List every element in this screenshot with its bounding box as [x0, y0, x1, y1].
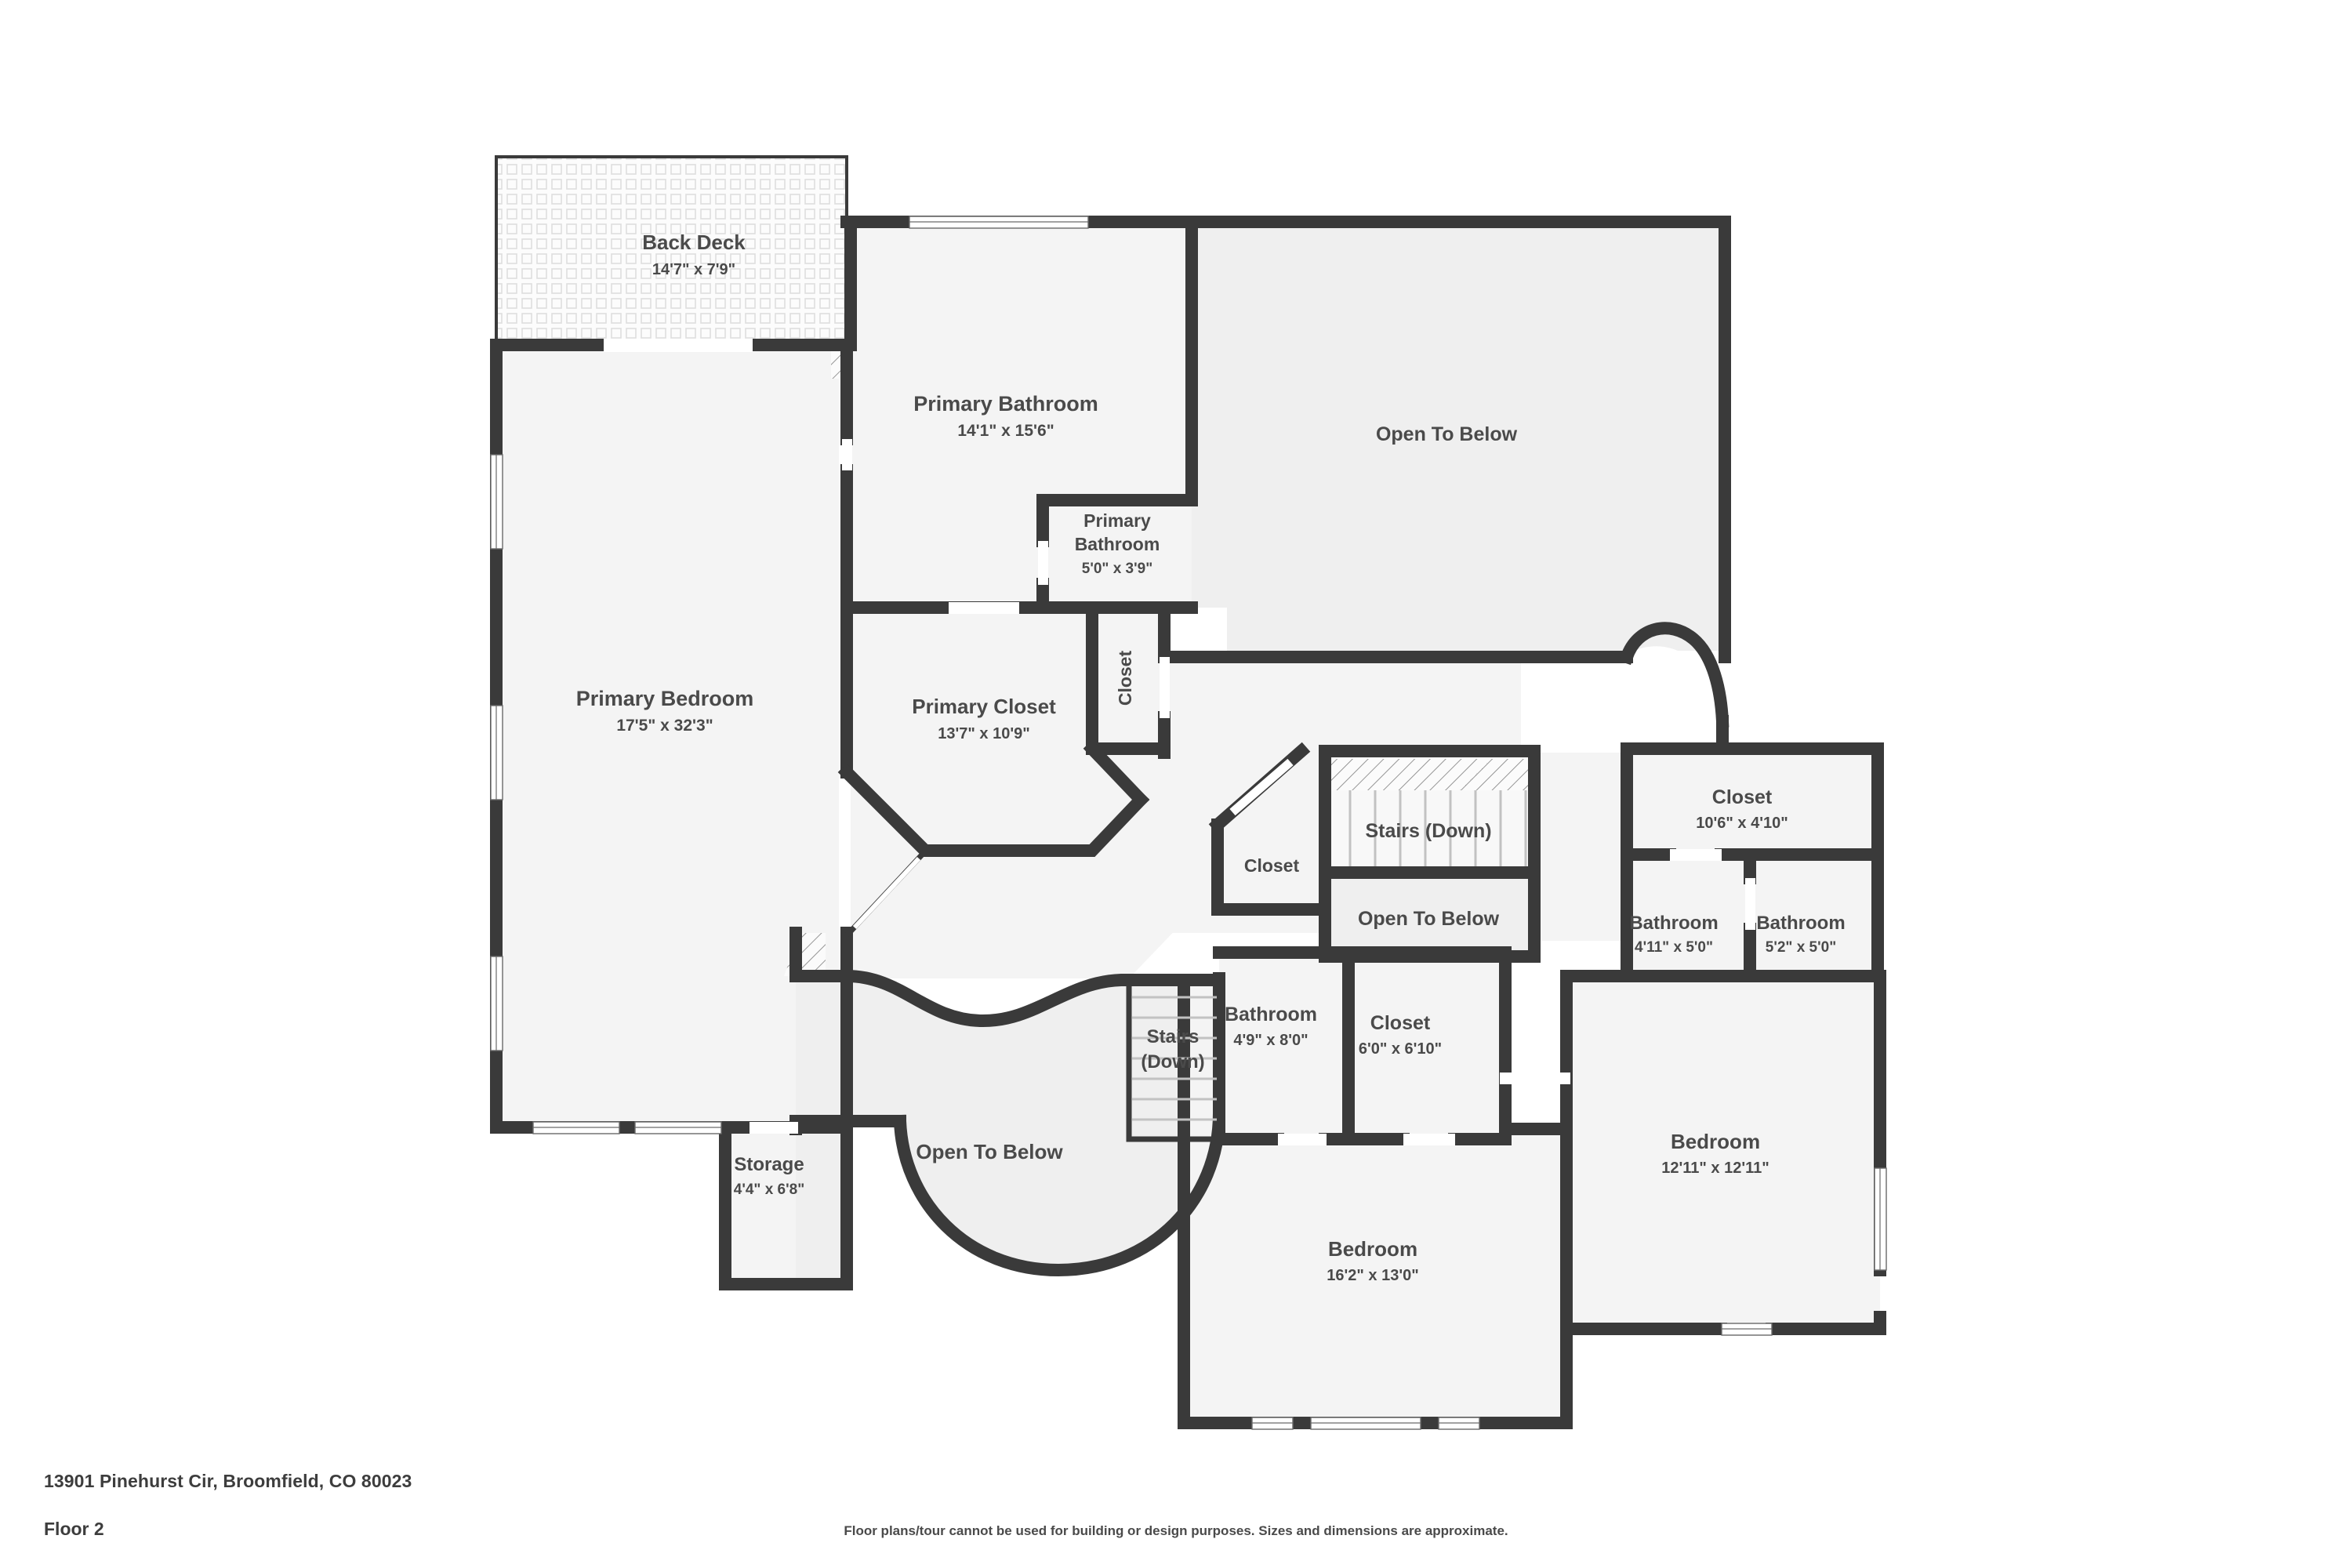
fill-open-to-below-3: [796, 976, 1219, 1270]
label-closet-right-name: Closet: [1712, 786, 1773, 808]
window-bedroom-right-side: [1874, 1167, 1887, 1271]
label-primary-bathroom-2-name-b: Bathroom: [1075, 534, 1160, 554]
label-bathroom-right-2-dim: 5'2" x 5'0": [1766, 939, 1836, 956]
fill-open-to-below-2: [1325, 878, 1534, 956]
door-primary-bedroom-right: [842, 439, 852, 470]
door-closet-diagonal: [1229, 758, 1294, 816]
label-primary-closet-name: Primary Closet: [912, 695, 1056, 718]
stair-treads: [1132, 790, 1527, 1121]
wall-primary-closet: [837, 763, 1150, 857]
label-bedroom-bottom-dim: 16'2" x 13'0": [1327, 1267, 1418, 1284]
room-labels: Back Deck 14'7" x 7'9" Primary Bathroom …: [576, 230, 1846, 1284]
label-primary-bathroom-dim: 14'1" x 15'6": [957, 422, 1054, 440]
wall-primary-closet-2: [1083, 739, 1150, 809]
fill-primary-closet: [851, 608, 1141, 851]
label-storage-dim: 4'4" x 6'8": [734, 1181, 804, 1198]
label-storage-name: Storage: [734, 1154, 804, 1175]
label-bathroom-mid-name: Bathroom: [1225, 1004, 1317, 1025]
door-storage: [750, 1122, 798, 1134]
label-back-deck-dim: 14'7" x 7'9": [652, 261, 735, 278]
openings: [490, 216, 1887, 1430]
label-stairs-down-2-b: (Down): [1141, 1051, 1204, 1073]
fill-bedroom-bottom: [1184, 1129, 1568, 1423]
fill-bedroom-right: [1566, 976, 1880, 1329]
window-bedroom-left-3: [490, 956, 503, 1051]
label-closet-vertical: Closet: [1115, 651, 1135, 706]
fill-bathroom-right-2: [1750, 855, 1878, 976]
label-primary-bathroom-2-name-a: Primary: [1083, 510, 1151, 531]
label-open-to-below-3: Open To Below: [916, 1140, 1063, 1163]
fill-open-to-below-1: [1192, 222, 1721, 655]
label-primary-bathroom-name: Primary Bathroom: [913, 392, 1098, 416]
label-closet-mid-dim: 6'0" x 6'10": [1359, 1040, 1442, 1058]
label-bedroom-right-dim: 12'11" x 12'11": [1661, 1160, 1769, 1177]
fill-closet-diagonal: [1218, 751, 1325, 909]
door-wc: [1038, 541, 1048, 585]
door-bathroom-mid: [1278, 1134, 1327, 1145]
label-bathroom-right-2-name: Bathroom: [1756, 913, 1845, 934]
disclaimer-text: Floor plans/tour cannot be used for buil…: [844, 1523, 1508, 1538]
door-closet-vertical: [1160, 657, 1170, 718]
fill-primary-bathroom-2: [1043, 500, 1192, 608]
fill-closet-vertical: [1092, 608, 1164, 749]
fill-central-hall: [851, 772, 1184, 978]
door-primary-closet-diag: [852, 856, 921, 930]
fill-closet-mid: [1348, 953, 1505, 1139]
door-right-bath-divider: [1745, 878, 1755, 930]
fill-closet-right: [1627, 749, 1878, 855]
label-primary-bedroom-name: Primary Bedroom: [576, 687, 754, 710]
property-address: 13901 Pinehurst Cir, Broomfield, CO 8002…: [44, 1471, 412, 1491]
window-bedroom-bottom-1: [532, 1121, 620, 1134]
label-closet-diagonal: Closet: [1244, 855, 1300, 876]
label-bedroom-bottom-name: Bedroom: [1328, 1237, 1417, 1261]
door-primary-bath-bottom: [949, 602, 1019, 614]
floor-label: Floor 2: [44, 1519, 104, 1539]
window-bedroom-bottom-c: [1438, 1417, 1480, 1430]
label-primary-bedroom-dim: 17'5" x 32'3": [616, 717, 713, 735]
label-stairs-down-1: Stairs (Down): [1365, 820, 1491, 842]
window-bedroom-bottom-2: [634, 1121, 722, 1134]
window-bedroom-left-2: [490, 705, 503, 800]
door-right-closet: [1670, 849, 1722, 861]
wall-otb1-curve: [1618, 622, 1730, 728]
label-bedroom-right-name: Bedroom: [1671, 1130, 1760, 1153]
fill-bathroom-right-1: [1627, 855, 1750, 976]
label-open-to-below-2: Open To Below: [1358, 908, 1500, 930]
door-closet-mid: [1403, 1134, 1455, 1145]
fill-bathroom-mid: [1219, 953, 1348, 1139]
label-back-deck-name: Back Deck: [642, 230, 746, 254]
label-primary-bathroom-2-dim: 5'0" x 3'9": [1082, 561, 1152, 577]
window-bedroom-right-bottom: [1721, 1323, 1773, 1336]
room-fills: [496, 157, 1880, 1423]
opening-deck-bottom: [604, 339, 753, 352]
window-bedroom-left-1: [490, 454, 503, 550]
label-primary-closet-dim: 13'7" x 10'9": [938, 725, 1029, 742]
label-bathroom-mid-dim: 4'9" x 8'0": [1233, 1032, 1308, 1049]
door-closet-mid-right: [1500, 1073, 1570, 1084]
window-bedroom-bottom-b: [1310, 1417, 1421, 1430]
label-bathroom-right-1-dim: 4'11" x 5'0": [1635, 939, 1713, 956]
window-bedroom-bottom-a: [1251, 1417, 1294, 1430]
wall-otb3-top: [789, 970, 1225, 1028]
label-bathroom-right-1-name: Bathroom: [1629, 913, 1718, 934]
fill-primary-bedroom: [496, 345, 839, 1127]
label-closet-right-dim: 10'6" x 4'10": [1696, 815, 1788, 832]
label-open-to-below-1: Open To Below: [1376, 423, 1518, 445]
fill-back-deck: [496, 157, 847, 345]
wall-storage: [719, 1121, 853, 1290]
wall-otb3-curve-right: [893, 1106, 1226, 1277]
fill-primary-bathroom: [851, 222, 1192, 608]
fill-stairs-1-landing: [1325, 759, 1534, 790]
window-primary-bath-top: [909, 216, 1089, 229]
label-closet-mid-name: Closet: [1370, 1012, 1431, 1034]
label-stairs-down-2-a: Stairs: [1147, 1026, 1200, 1047]
